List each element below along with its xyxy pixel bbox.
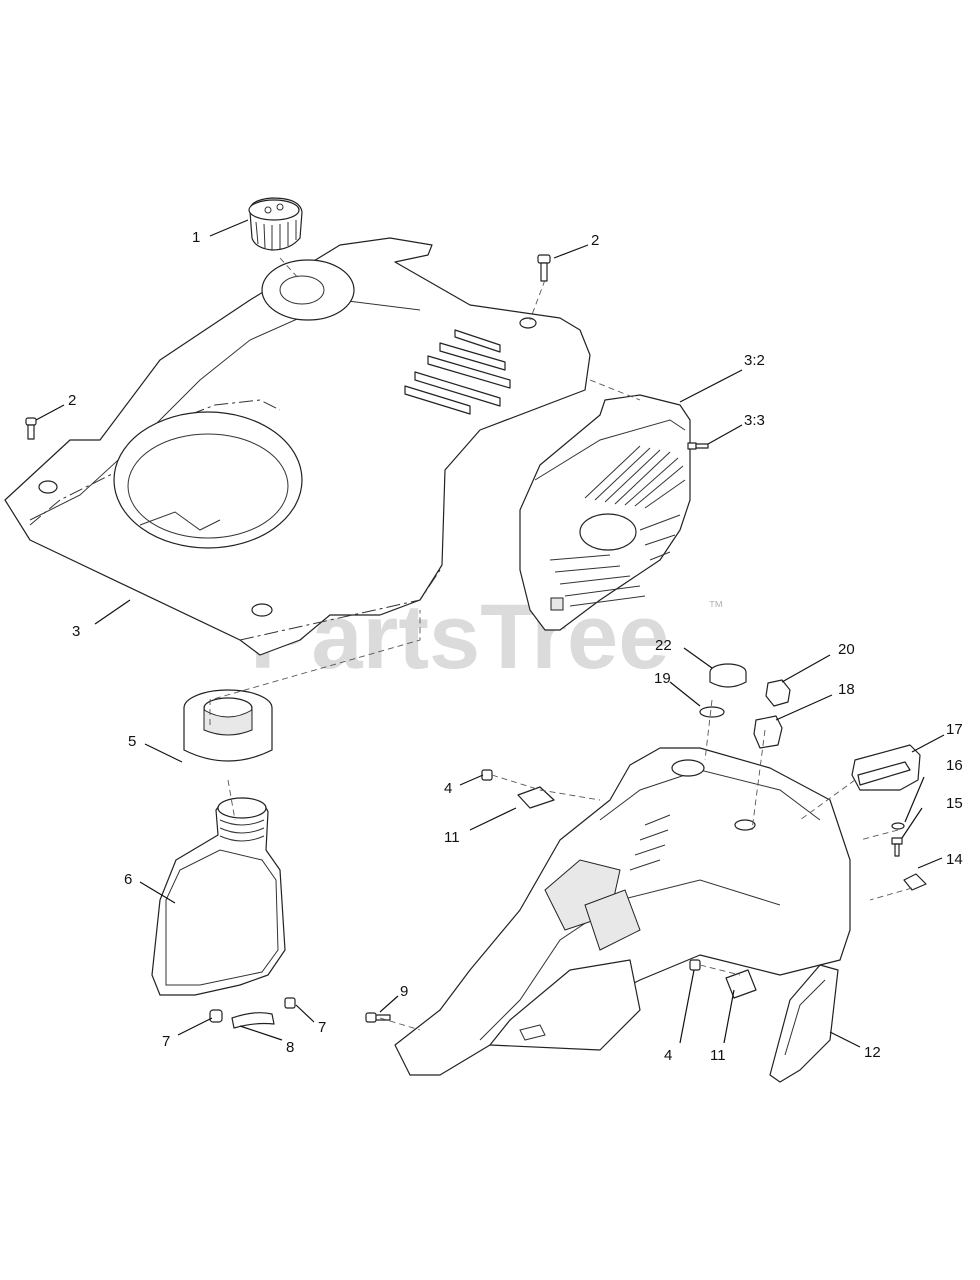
fuel-fittings	[209, 997, 296, 1029]
callout-labels: 1 2 2 3 3:2 3:3 5 6 7 8 7 4 11 9 4 11 12…	[68, 229, 963, 1064]
handle-grip	[851, 744, 921, 791]
callout-17: 17	[946, 721, 963, 738]
callout-19: 19	[654, 670, 671, 687]
callout-8: 8	[286, 1039, 294, 1056]
side-plate	[769, 964, 839, 1083]
callout-11-bottom: 11	[710, 1047, 726, 1064]
console-vents	[629, 814, 671, 871]
callout-5: 5	[128, 733, 136, 750]
callout-3: 3	[72, 623, 80, 640]
callout-4-bottom: 4	[664, 1047, 672, 1064]
callout-2-left: 2	[68, 392, 76, 409]
assembly-lines	[209, 257, 913, 1031]
clip-14	[903, 873, 927, 891]
callout-18: 18	[838, 681, 855, 698]
rear-shroud-panel	[519, 394, 691, 631]
callout-20: 20	[838, 641, 855, 658]
callout-11-top: 11	[444, 829, 460, 846]
callout-3-3: 3:3	[744, 412, 765, 429]
callout-15: 15	[946, 795, 963, 812]
watermark-trademark: ™	[708, 599, 724, 616]
screw-9	[365, 1012, 391, 1023]
callout-22: 22	[655, 637, 672, 654]
nut-19	[699, 706, 725, 718]
callout-2-top: 2	[591, 232, 599, 249]
callout-9: 9	[400, 983, 408, 1000]
nut-4-top	[481, 769, 493, 781]
callout-7-left: 7	[162, 1033, 170, 1050]
nut-4-bottom	[689, 959, 701, 971]
screw-3-3	[687, 442, 709, 450]
screw-15	[891, 837, 903, 857]
fuel-cap	[248, 197, 303, 251]
callout-16: 16	[946, 757, 963, 774]
leader-lines	[35, 219, 945, 1048]
rear-panel-slots	[549, 445, 686, 607]
shroud-louvers	[404, 329, 511, 415]
screw-2-left	[25, 417, 37, 440]
lower-console	[394, 747, 851, 1076]
screw-2-top	[537, 254, 551, 282]
callout-3-2: 3:2	[744, 352, 765, 369]
upper-shroud	[4, 237, 591, 656]
callout-4-top: 4	[444, 780, 452, 797]
callout-6: 6	[124, 871, 132, 888]
callout-14: 14	[946, 851, 963, 868]
knob-22	[709, 663, 747, 688]
callout-1: 1	[192, 229, 200, 246]
bracket-11-bottom	[725, 969, 757, 999]
bracket-11-top	[517, 786, 555, 809]
callout-7-right: 7	[318, 1019, 326, 1036]
filler-grommet	[183, 689, 273, 762]
washer-16	[891, 822, 905, 830]
fuel-tank	[151, 797, 286, 996]
ignition-switch-18	[753, 715, 783, 749]
key-20	[765, 679, 791, 707]
callout-12: 12	[864, 1044, 881, 1061]
